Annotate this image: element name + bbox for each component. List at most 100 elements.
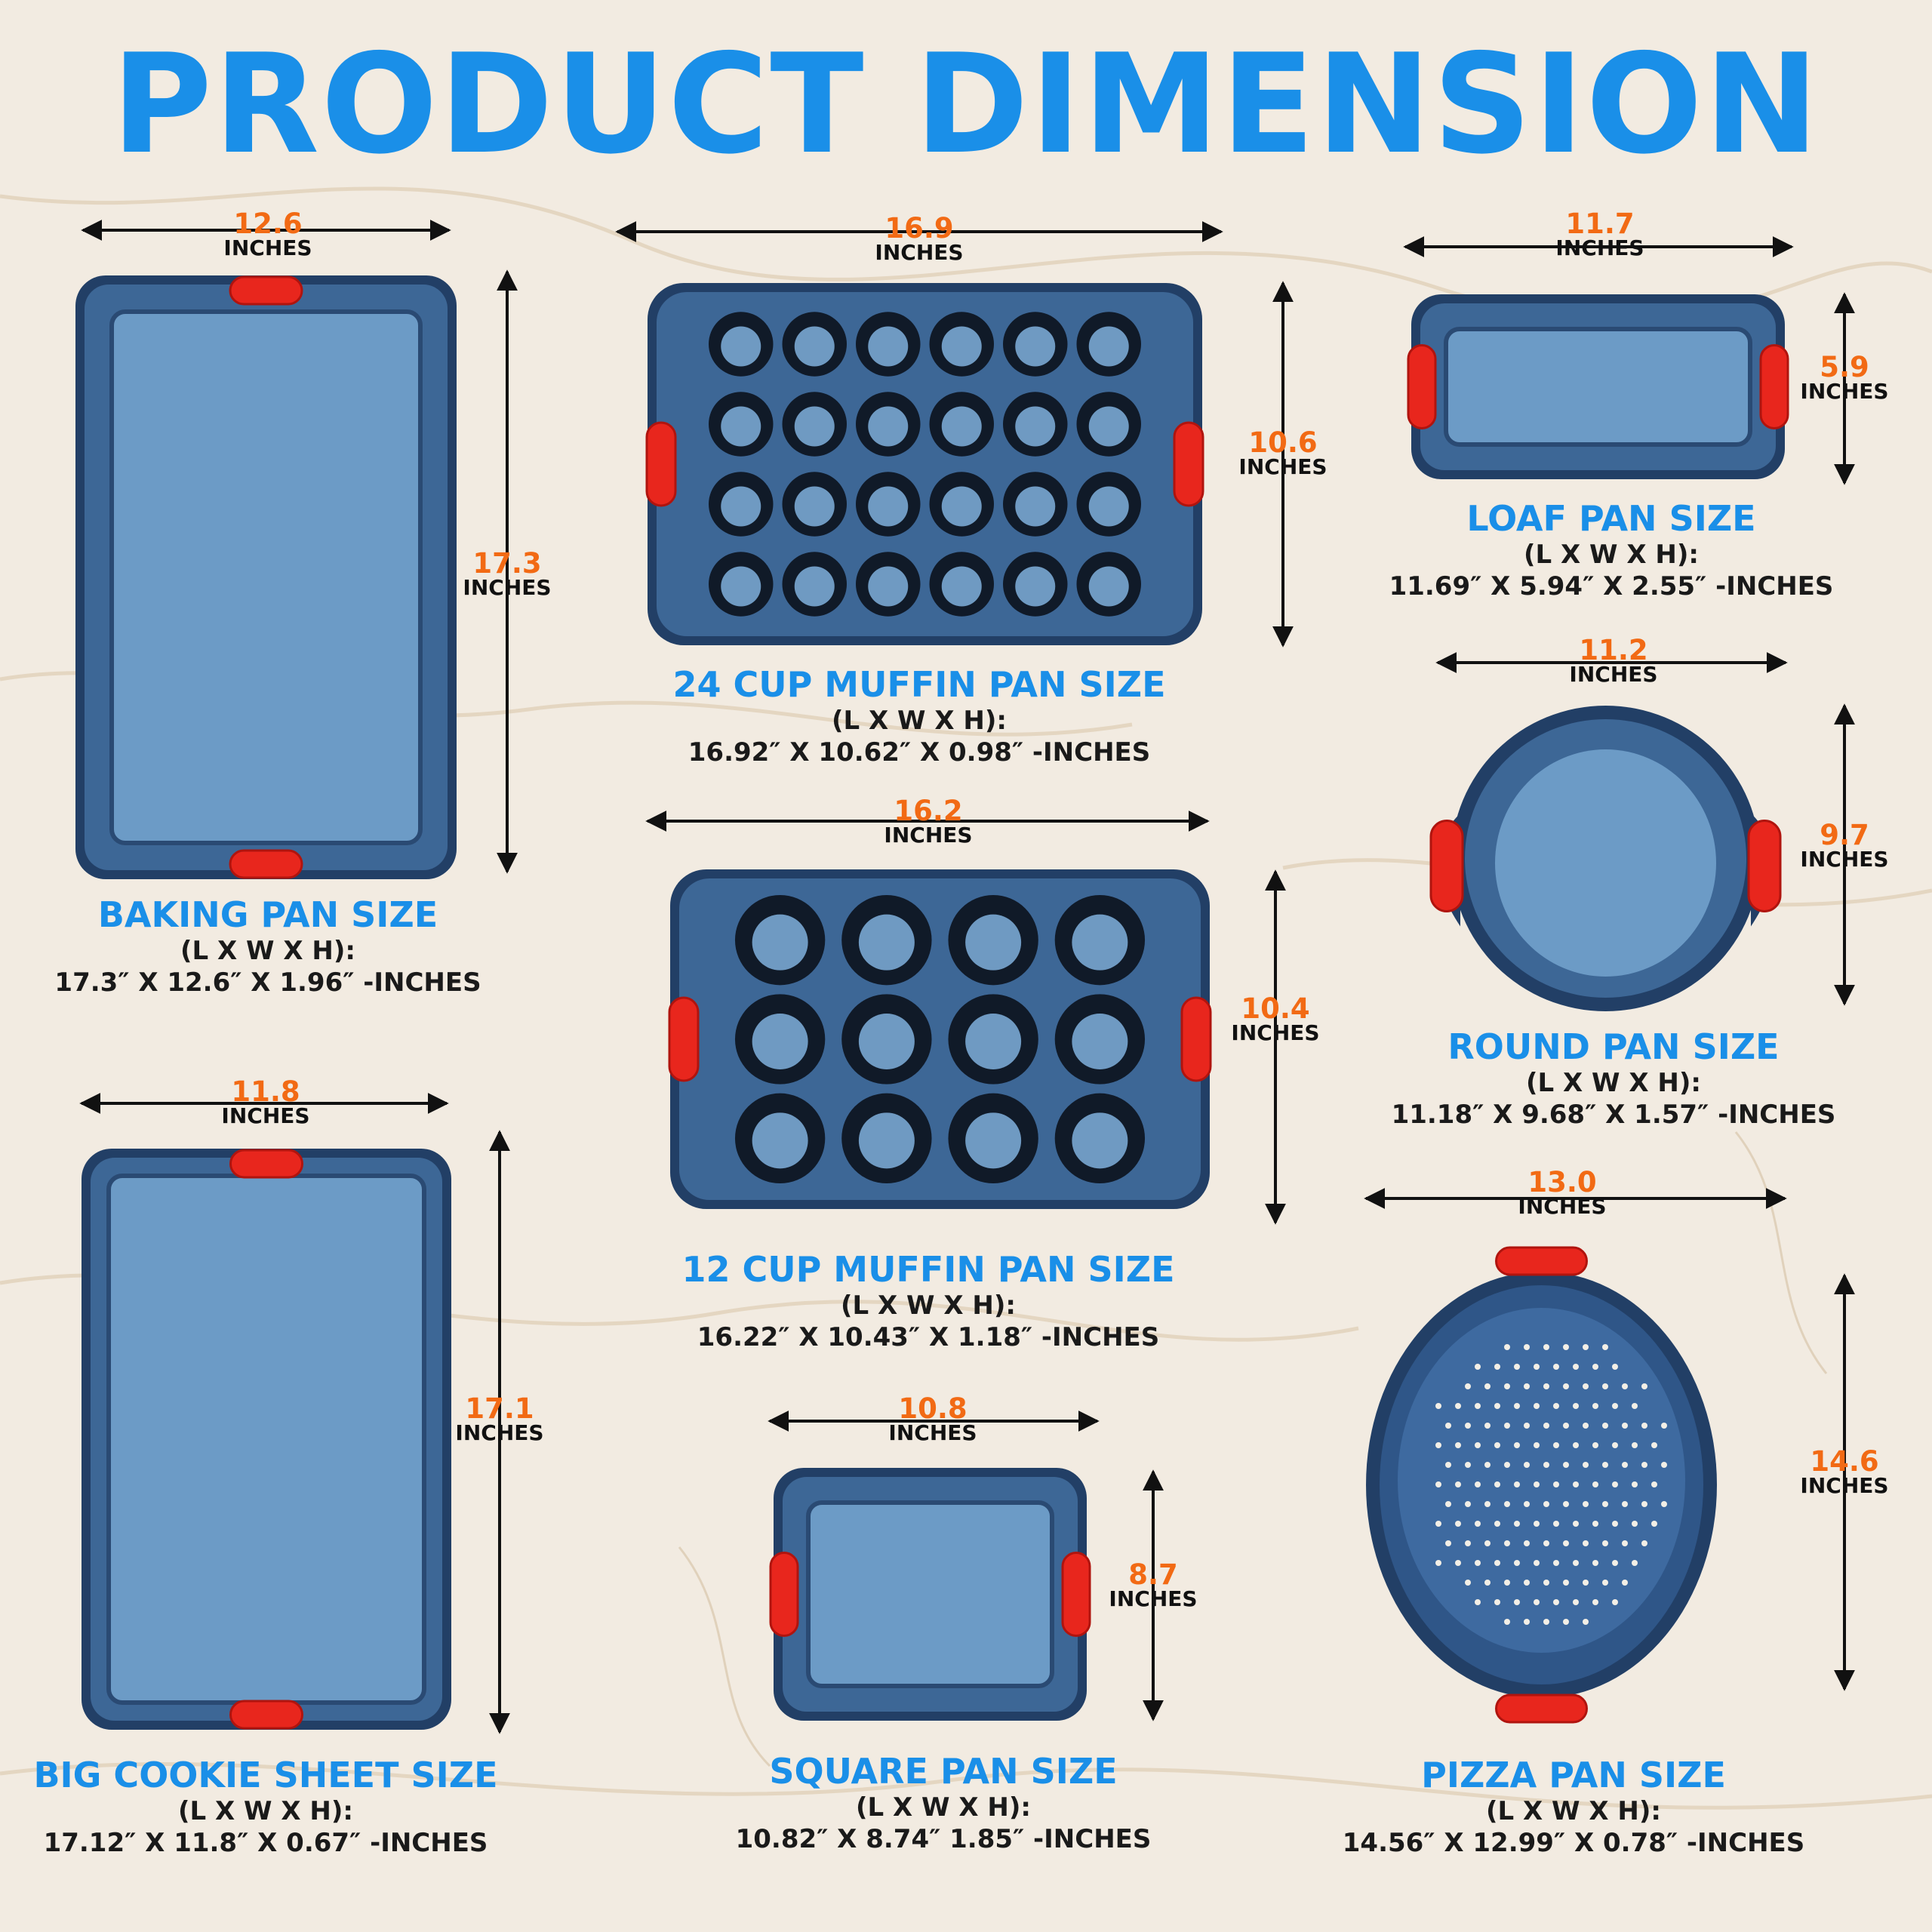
product-name: ROUND PAN SIZE [1447,1026,1780,1067]
silicone-handle [769,1552,799,1637]
product-spec: 10.82″ X 8.74″ 1.85″ -INCHES [735,1824,1152,1854]
product-name: BIG COOKIE SHEET SIZE [33,1755,498,1795]
product-name: 24 CUP MUFFIN PAN SIZE [672,664,1166,705]
product-spec: 17.3″ X 12.6″ X 1.96″ -INCHES [54,968,481,998]
unit-label: INCHES [1555,235,1644,260]
caption-muffin24: 24 CUP MUFFIN PAN SIZE(L X W X H):16.92″… [580,664,1259,768]
unit-label: INCHES [1238,454,1327,479]
product-spec: 16.22″ X 10.43″ X 1.18″ -INCHES [697,1322,1160,1352]
baking-pan-icon [75,275,457,879]
height-value: 10.6 [1248,426,1318,459]
product-spec: 17.12″ X 11.8″ X 0.67″ -INCHES [43,1828,488,1858]
caption-baking: BAKING PAN SIZE(L X W X H):17.3″ X 12.6″… [0,894,608,998]
height-value: 10.4 [1241,992,1310,1025]
silicone-handle [229,1149,303,1179]
muffin-pan-icon [668,869,1212,1209]
silicone-handle [645,421,677,507]
caption-round: ROUND PAN SIZE(L X W X H):11.18″ X 9.68″… [1274,1026,1932,1131]
product-name: 12 CUP MUFFIN PAN SIZE [681,1249,1175,1290]
unit-label: INCHES [463,575,552,600]
round-pan-icon [1429,706,1782,1011]
width-value: 10.8 [898,1392,968,1425]
unit-label: INCHES [223,235,312,260]
dimension-label: (L X W X H): [177,1796,354,1826]
muffin-pan-icon [645,283,1204,645]
silicone-handle [1180,996,1212,1082]
caption-loaf: LOAF PAN SIZE(L X W X H):11.69″ X 5.94″ … [1272,498,1932,602]
product-name: LOAF PAN SIZE [1466,498,1756,539]
silicone-handle [1407,344,1437,429]
silicone-handle [1061,1552,1091,1637]
product-name: SQUARE PAN SIZE [769,1751,1118,1792]
unit-label: INCHES [884,823,973,848]
product-spec: 14.56″ X 12.99″ X 0.78″ -INCHES [1342,1828,1805,1858]
height-value: 17.3 [472,547,542,580]
silicone-handle [1495,1246,1588,1276]
product-spec: 16.92″ X 10.62″ X 0.98″ -INCHES [688,737,1151,768]
dimension-label: (L X W X H): [180,936,356,966]
product-spec: 11.18″ X 9.68″ X 1.57″ -INCHES [1391,1100,1836,1130]
caption-cookie: BIG COOKIE SHEET SIZE(L X W X H):17.12″ … [0,1755,605,1859]
width-value: 11.7 [1565,208,1635,240]
width-value: 13.0 [1527,1166,1597,1198]
width-value: 11.2 [1579,634,1648,666]
silicone-handle [1759,344,1789,429]
pizza-pan-icon [1366,1246,1717,1724]
silicone-handle [229,849,303,879]
unit-label: INCHES [221,1103,310,1128]
height-value: 5.9 [1820,351,1869,383]
height-value: 14.6 [1810,1445,1879,1478]
silicone-handle [1747,820,1782,912]
unit-label: INCHES [1569,662,1658,687]
caption-muffin12: 12 CUP MUFFIN PAN SIZE(L X W X H):16.22″… [589,1249,1268,1353]
dimension-label: (L X W X H): [855,1792,1032,1823]
width-value: 16.2 [894,795,963,827]
dimension-label: (L X W X H): [1523,540,1700,570]
unit-label: INCHES [1518,1194,1607,1219]
cookie-sheet-icon [82,1149,451,1730]
dimension-label: (L X W X H): [831,706,1008,736]
silicone-handle [229,1700,303,1730]
unit-label: INCHES [875,240,964,265]
dimension-label: (L X W X H): [1525,1068,1702,1098]
unit-label: INCHES [1109,1586,1198,1611]
dimension-label: (L X W X H): [1485,1796,1662,1826]
unit-label: INCHES [1231,1020,1320,1045]
square-pan-icon [769,1468,1091,1721]
silicone-handle [1429,820,1464,912]
caption-pizza: PIZZA PAN SIZE(L X W X H):14.56″ X 12.99… [1234,1755,1913,1859]
unit-label: INCHES [1800,847,1889,872]
height-value: 8.7 [1128,1558,1178,1591]
silicone-handle [1173,421,1204,507]
silicone-handle [668,996,700,1082]
unit-label: INCHES [455,1420,544,1445]
loaf-pan-icon [1407,294,1789,479]
unit-label: INCHES [1800,1473,1889,1498]
height-value: 17.1 [465,1392,534,1425]
caption-square: SQUARE PAN SIZE(L X W X H):10.82″ X 8.74… [604,1751,1283,1855]
width-value: 11.8 [231,1075,300,1108]
product-name: BAKING PAN SIZE [97,894,438,935]
product-name: PIZZA PAN SIZE [1421,1755,1726,1795]
dimension-label: (L X W X H): [840,1291,1017,1321]
product-spec: 11.69″ X 5.94″ X 2.55″ -INCHES [1389,571,1834,601]
width-value: 16.9 [884,212,954,245]
silicone-handle [229,275,303,306]
page-title: PRODUCT DIMENSION [111,24,1821,184]
